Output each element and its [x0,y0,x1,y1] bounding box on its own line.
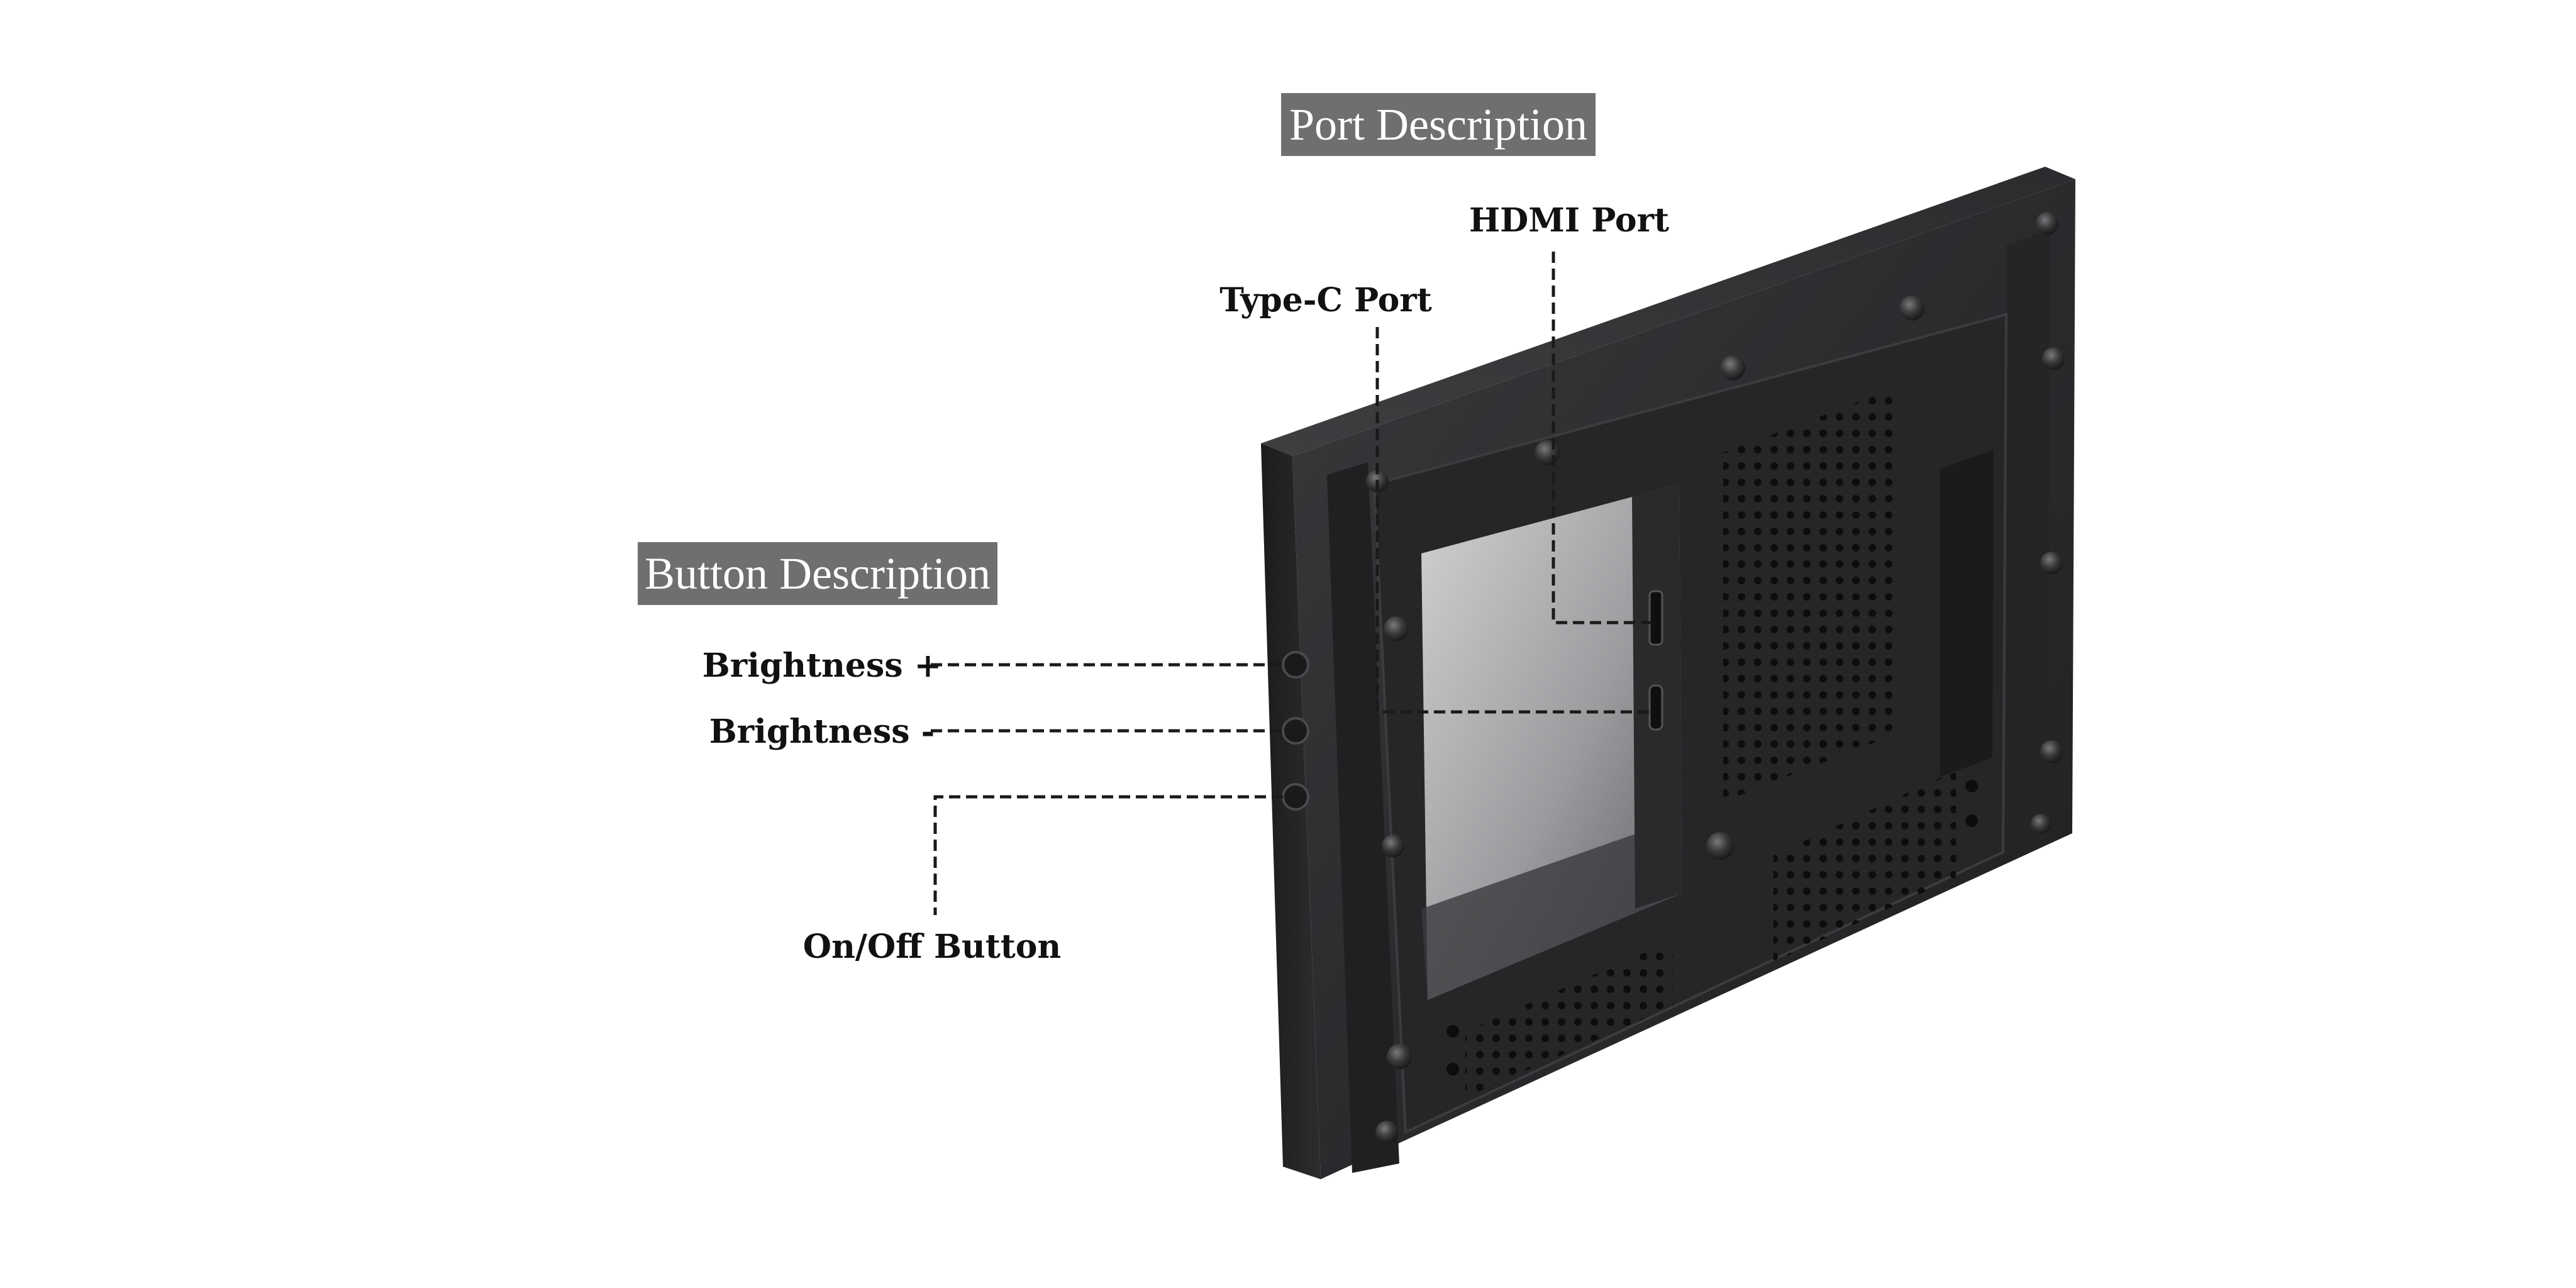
power-button-label: On/Off Button [803,928,1061,966]
device-left-edge [1261,443,1321,1179]
button-description-title: Button Description [638,542,997,605]
vent-grid-upper [1723,387,1899,802]
vent-grid-lower-left [1465,940,1673,1097]
type-c-port-label: Type-C Port [1219,281,1432,319]
screw-icon [1366,212,2065,1143]
device-right-rail [2006,230,2050,855]
brightness-down-button [1282,717,1309,745]
type-c-port [1648,684,1663,731]
brightness-up-label: Brightness + [702,647,941,685]
power-button [1282,783,1309,811]
hdmi-leader-line [1552,252,1653,625]
hdmi-port [1648,590,1663,646]
brightness-down-label: Brightness - [709,713,935,751]
port-title-box [1281,93,1596,156]
device-top-edge [1261,167,2075,456]
device-left-rail [1327,462,1399,1173]
button-title-text: Button Description [645,548,991,599]
type-c-leader-line [1375,327,1653,714]
hdmi-port-label: HDMI Port [1469,201,1669,240]
port-title-text: Port Description [1289,99,1587,150]
brightness-up-button [1282,651,1309,679]
device-side-slot [1940,450,1994,777]
power-leader-line [933,795,1283,915]
vent-grid-lower-right [1774,770,1956,962]
monitor-device [1261,167,2075,1179]
port-description-title: Port Description [1281,93,1596,156]
window-shadow [1421,818,1682,1000]
button-title-box [638,542,997,605]
